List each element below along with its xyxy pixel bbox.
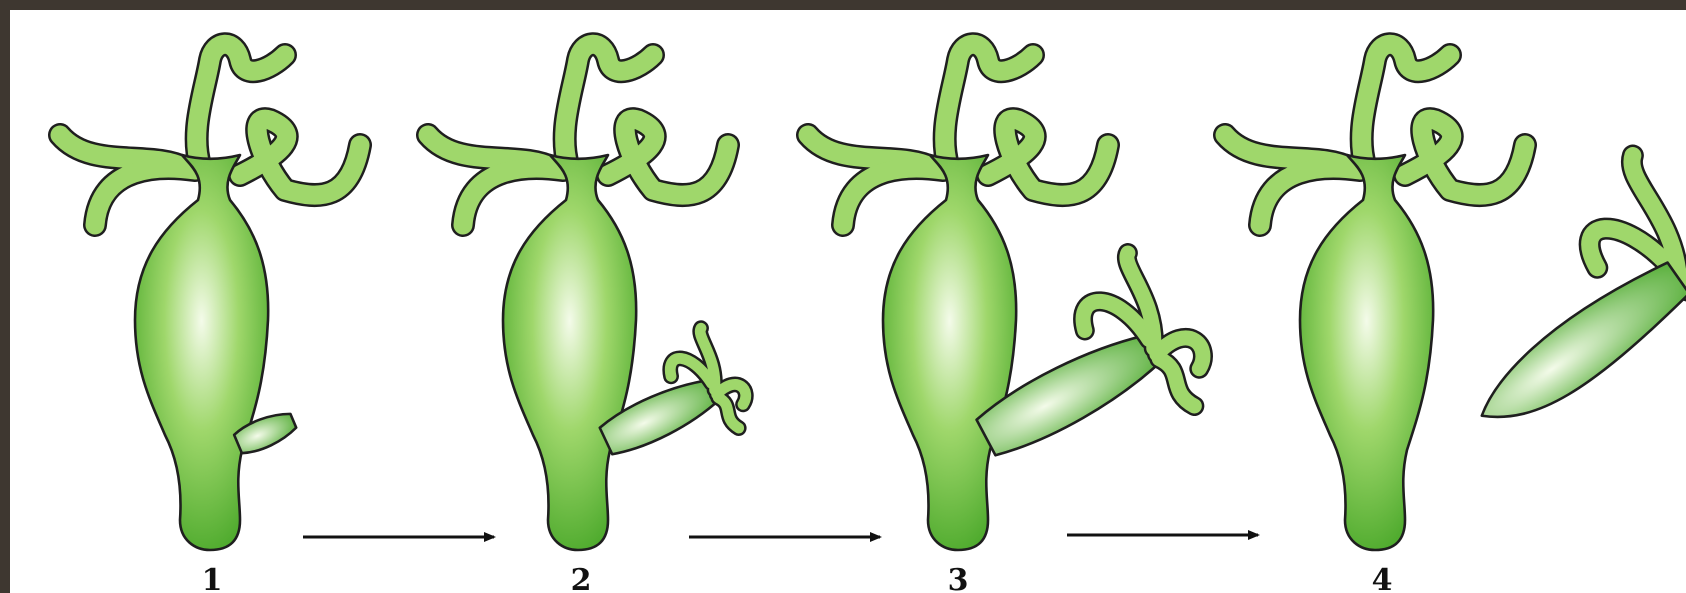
hydra-stage-1 [60,44,360,550]
parent-hydra [808,44,1108,550]
arrows-layer [303,535,1258,537]
stage-label-4: 4 [1372,563,1393,593]
stages-layer [60,44,1686,550]
parent-hydra [1225,44,1525,550]
stage-label-1: 1 [202,563,223,593]
stage-label-3: 3 [948,563,969,593]
stage-label-2: 2 [571,563,592,593]
hydra-budding-diagram: 1 2 3 4 [10,10,1686,593]
diagram-frame: 1 2 3 4 [10,10,1686,593]
hydra-stage-2 [428,44,758,550]
hydra-stage-3 [808,44,1224,550]
hydra-stage-4 [1225,44,1686,550]
parent-hydra [60,44,360,550]
parent-hydra [428,44,728,550]
